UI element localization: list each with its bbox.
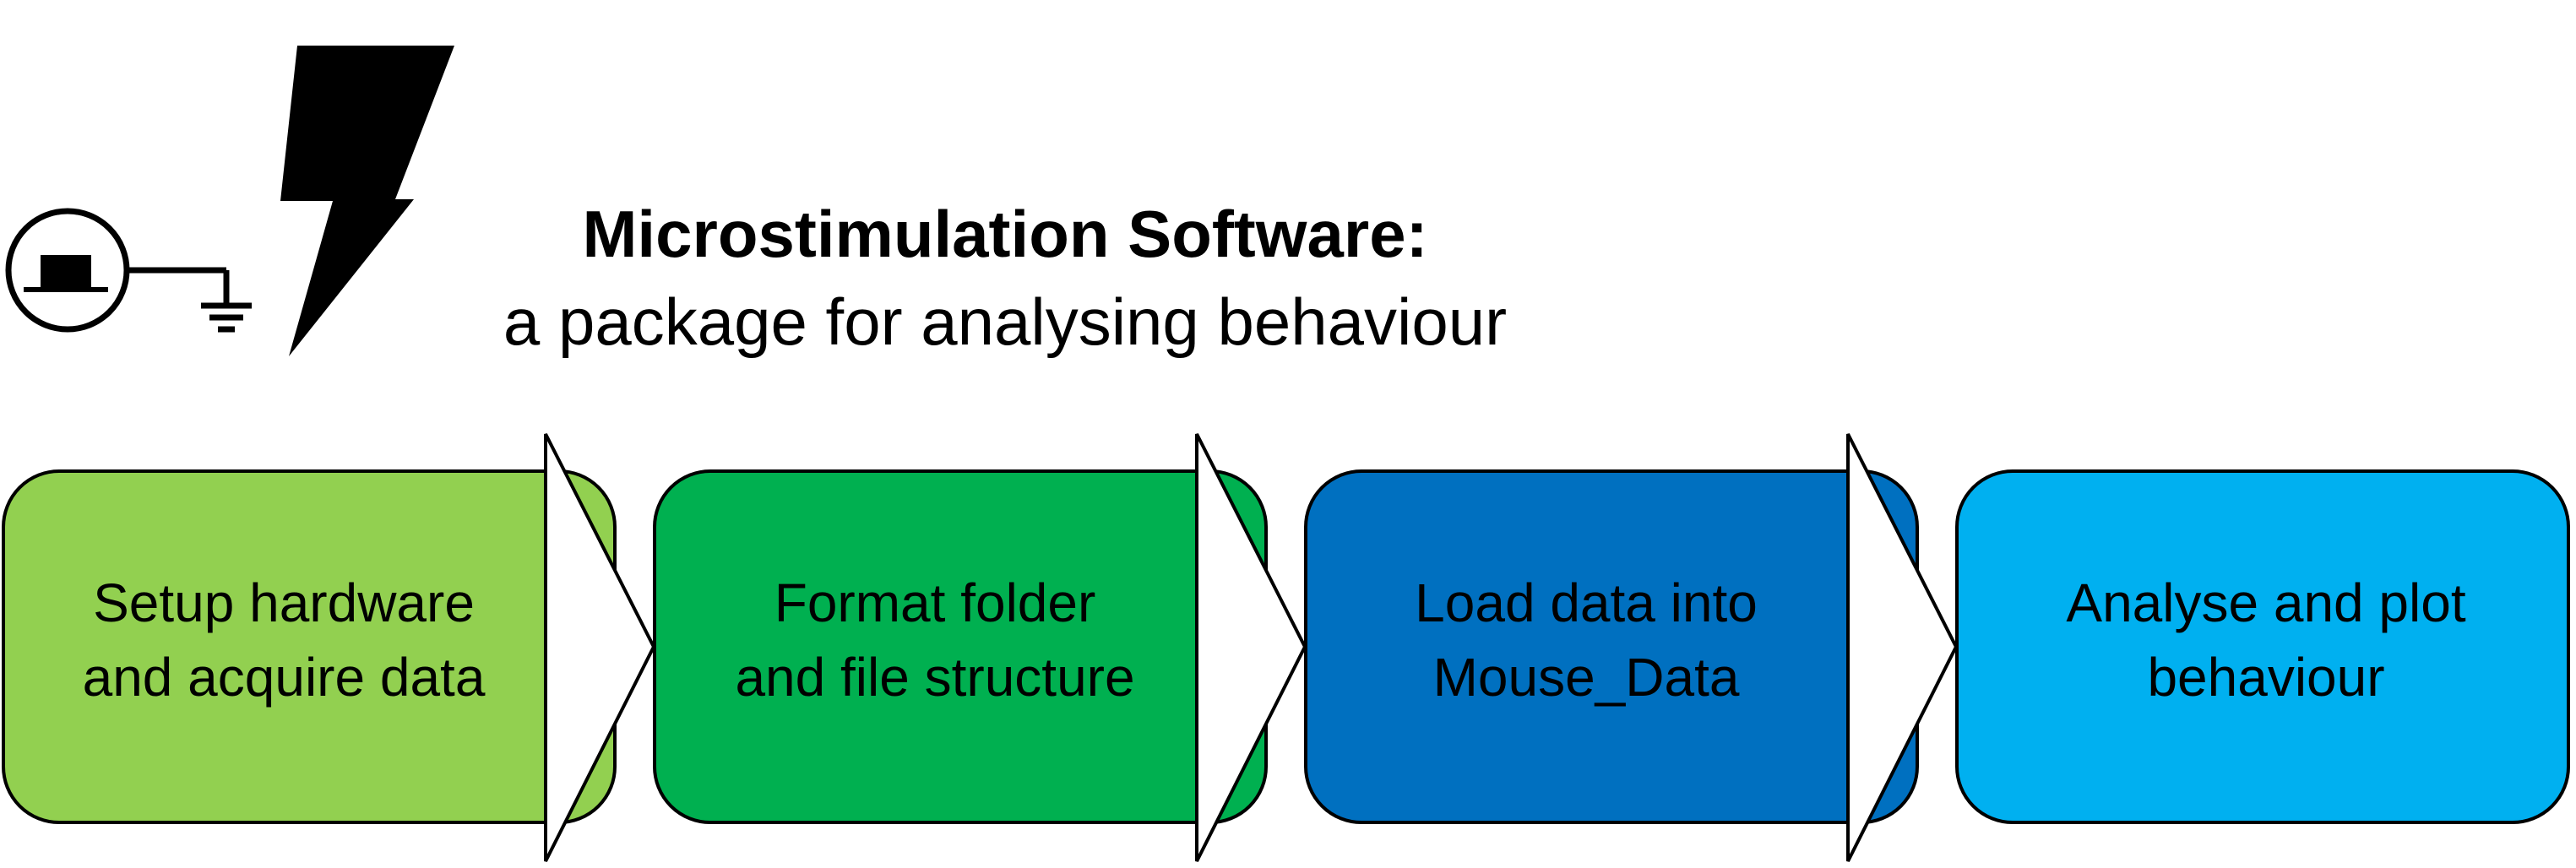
page-subtitle: a package for analysing behaviour: [503, 285, 1508, 359]
step-setup-hardware: Setup hardware and acquire data: [2, 469, 617, 824]
page-title: Microstimulation Software:: [582, 197, 1428, 271]
flow-arrow-2: [1195, 433, 1307, 862]
step-analyse-plot: Analyse and plot behaviour: [1955, 469, 2570, 824]
step-label: Load data into Mouse_Data: [1415, 572, 1758, 708]
step-label: Setup hardware and acquire data: [82, 572, 486, 708]
step-format-folder: Format folder and file structure: [653, 469, 1268, 824]
flow-arrow-3: [1846, 433, 1959, 862]
logo: [5, 46, 454, 356]
electrode-symbol-icon: [5, 208, 252, 333]
step-label: Analyse and plot behaviour: [2066, 572, 2466, 708]
step-label: Format folder and file structure: [735, 572, 1135, 708]
lightning-bolt-icon: [280, 46, 454, 356]
step-load-data: Load data into Mouse_Data: [1304, 469, 1919, 824]
title-block: Microstimulation Software: a package for…: [473, 190, 1537, 366]
flow-arrow-1: [544, 433, 656, 862]
